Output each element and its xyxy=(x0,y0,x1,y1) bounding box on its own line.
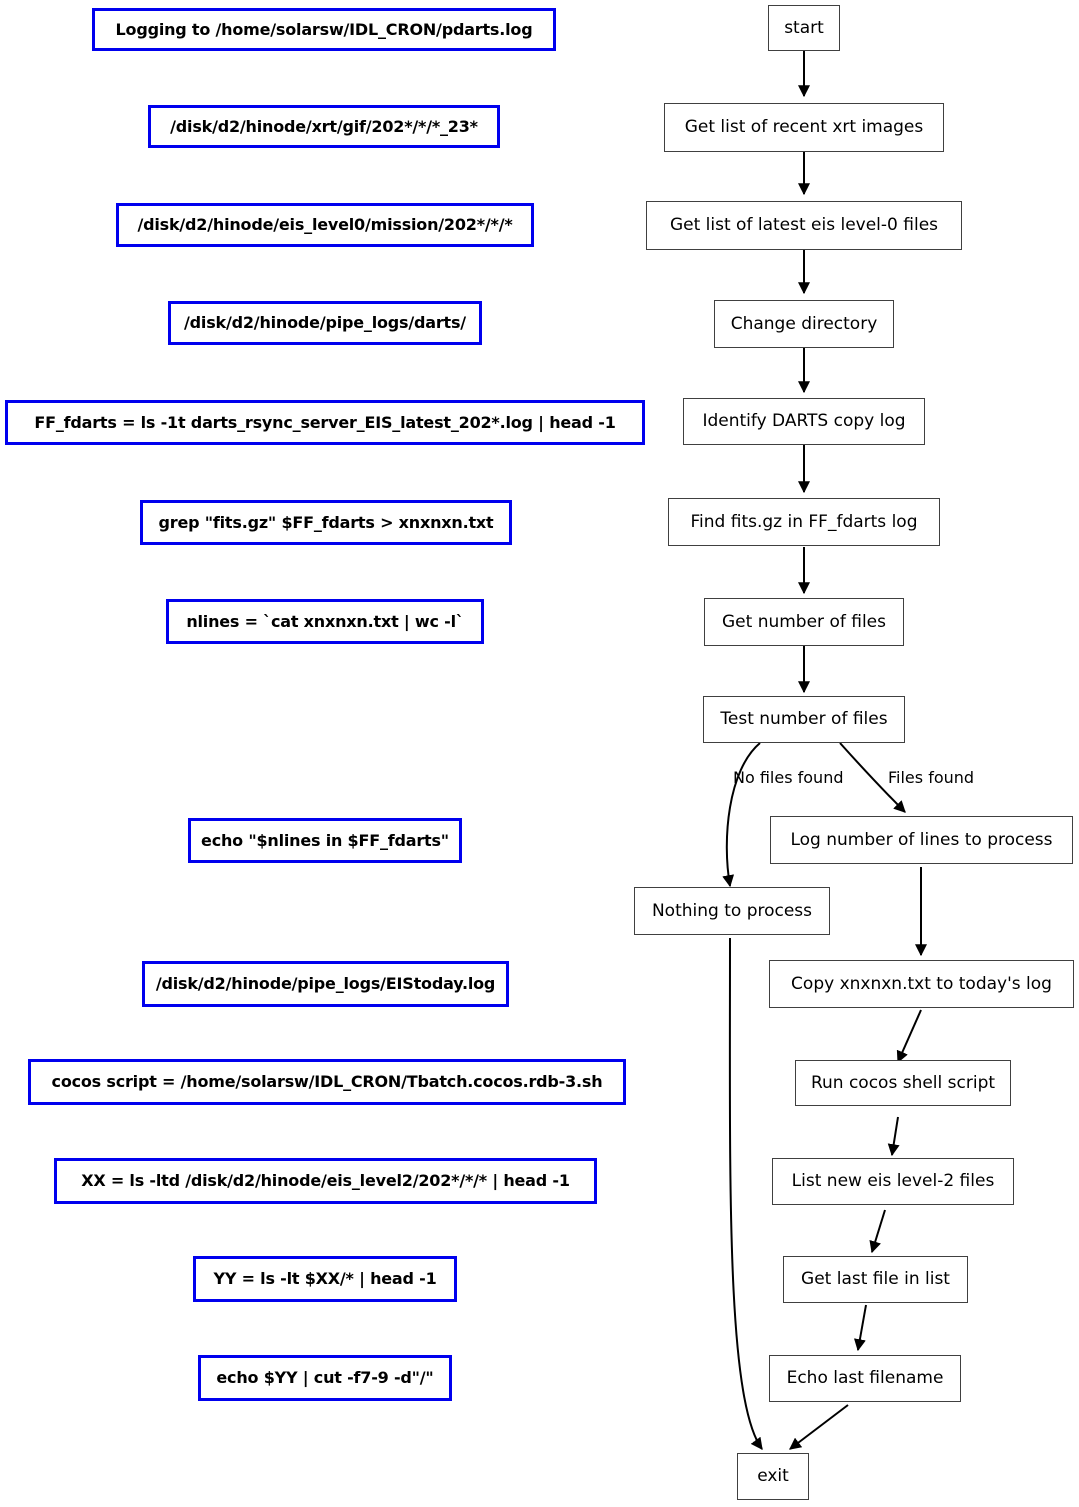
node-xrt-list[interactable]: Get list of recent xrt images xyxy=(664,103,944,152)
node-identify-log[interactable]: Identify DARTS copy log xyxy=(683,398,925,445)
note-echo-nlines: echo "$nlines in $FF_fdarts" xyxy=(188,818,462,863)
note-echo-yy-label: echo $YY | cut -f7-9 -d"/" xyxy=(216,1368,434,1387)
note-echo-nlines-label: echo "$nlines in $FF_fdarts" xyxy=(201,830,449,850)
node-echo-name[interactable]: Echo last filename xyxy=(769,1355,961,1402)
note-cocos-script-label: cocos script = /home/solarsw/IDL_CRON/Tb… xyxy=(51,1072,603,1091)
node-copy-log-label: Copy xnxnxn.txt to today's log xyxy=(791,973,1052,994)
node-eis-list[interactable]: Get list of latest eis level-0 files xyxy=(646,201,962,250)
note-xx-assign-label: XX = ls -ltd /disk/d2/hinode/eis_level2/… xyxy=(81,1171,570,1190)
note-echo-yy: echo $YY | cut -f7-9 -d"/" xyxy=(198,1355,452,1401)
edge-label-files-found: Files found xyxy=(888,768,975,787)
note-log-path-label: Logging to /home/solarsw/IDL_CRON/pdarts… xyxy=(115,19,533,39)
node-start-label: start xyxy=(784,17,824,38)
edge-test-to-nothing xyxy=(722,742,761,888)
note-grep-fitsgz: grep "fits.gz" $FF_fdarts > xnxnxn.txt xyxy=(140,500,512,545)
node-eis-list-label: Get list of latest eis level-0 files xyxy=(669,215,939,235)
edge-nothing-to-exit xyxy=(728,937,763,1450)
node-find-fitsgz[interactable]: Find fits.gz in FF_fdarts log xyxy=(668,498,940,546)
node-count-files[interactable]: Get number of files xyxy=(704,598,904,646)
edge-lastfile-to-echo xyxy=(853,1304,867,1352)
node-count-files-label: Get number of files xyxy=(722,611,886,632)
edge-copy-to-cocos xyxy=(896,1009,922,1064)
note-eis-level0-glob: /disk/d2/hinode/eis_level0/mission/202*/… xyxy=(116,203,534,247)
node-find-fitsgz-label: Find fits.gz in FF_fdarts log xyxy=(690,511,918,532)
node-log-lines[interactable]: Log number of lines to process xyxy=(770,816,1073,864)
node-list-level2[interactable]: List new eis level-2 files xyxy=(772,1158,1014,1205)
node-run-cocos-label: Run cocos shell script xyxy=(810,1072,996,1093)
note-nlines: nlines = `cat xnxnxn.txt | wc -l` xyxy=(166,599,484,644)
node-last-file-label: Get last file in list xyxy=(801,1269,950,1289)
note-yy-assign-label: YY = ls -lt $XX/* | head -1 xyxy=(213,1269,437,1288)
node-start[interactable]: start xyxy=(768,5,840,51)
note-xrt-gif-glob: /disk/d2/hinode/xrt/gif/202*/*/*_23* xyxy=(148,105,500,148)
edge-cocos-to-list2 xyxy=(887,1116,900,1157)
node-echo-name-label: Echo last filename xyxy=(786,1368,944,1388)
node-copy-log[interactable]: Copy xnxnxn.txt to today's log xyxy=(769,960,1074,1008)
note-xx-assign: XX = ls -ltd /disk/d2/hinode/eis_level2/… xyxy=(54,1158,597,1204)
note-nlines-label: nlines = `cat xnxnxn.txt | wc -l` xyxy=(186,611,464,631)
note-xrt-gif-glob-label: /disk/d2/hinode/xrt/gif/202*/*/*_23* xyxy=(170,116,478,136)
note-ff-fdarts-label: FF_fdarts = ls -1t darts_rsync_server_EI… xyxy=(34,412,616,432)
node-chdir-label: Change directory xyxy=(730,313,878,334)
node-exit[interactable]: exit xyxy=(737,1453,809,1500)
node-identify-log-label: Identify DARTS copy log xyxy=(702,411,906,431)
node-test-files-label: Test number of files xyxy=(720,709,888,729)
edge-label-no-files: No files found xyxy=(733,768,844,787)
note-yy-assign: YY = ls -lt $XX/* | head -1 xyxy=(193,1256,457,1302)
note-eistoday-log-label: /disk/d2/hinode/pipe_logs/EIStoday.log xyxy=(155,974,496,993)
note-pipe-logs-darts-label: /disk/d2/hinode/pipe_logs/darts/ xyxy=(184,313,466,332)
node-xrt-list-label: Get list of recent xrt images xyxy=(684,117,924,137)
node-chdir[interactable]: Change directory xyxy=(714,300,894,348)
note-eis-level0-glob-label: /disk/d2/hinode/eis_level0/mission/202*/… xyxy=(137,215,513,234)
note-eistoday-log: /disk/d2/hinode/pipe_logs/EIStoday.log xyxy=(142,961,509,1007)
note-pipe-logs-darts: /disk/d2/hinode/pipe_logs/darts/ xyxy=(168,301,482,345)
node-nothing[interactable]: Nothing to process xyxy=(634,887,830,935)
node-log-lines-label: Log number of lines to process xyxy=(790,829,1053,850)
node-list-level2-label: List new eis level-2 files xyxy=(791,1171,995,1191)
node-last-file[interactable]: Get last file in list xyxy=(783,1256,968,1303)
note-grep-fitsgz-label: grep "fits.gz" $FF_fdarts > xnxnxn.txt xyxy=(158,512,494,532)
note-ff-fdarts: FF_fdarts = ls -1t darts_rsync_server_EI… xyxy=(5,400,645,445)
node-exit-label: exit xyxy=(757,1466,789,1486)
note-log-path: Logging to /home/solarsw/IDL_CRON/pdarts… xyxy=(92,8,556,51)
node-nothing-label: Nothing to process xyxy=(651,900,813,921)
edge-list2-to-lastfile xyxy=(869,1209,886,1254)
note-cocos-script: cocos script = /home/solarsw/IDL_CRON/Tb… xyxy=(28,1059,626,1105)
node-run-cocos[interactable]: Run cocos shell script xyxy=(795,1060,1011,1106)
node-test-files[interactable]: Test number of files xyxy=(703,696,905,743)
edge-echo-to-exit xyxy=(789,1404,849,1450)
